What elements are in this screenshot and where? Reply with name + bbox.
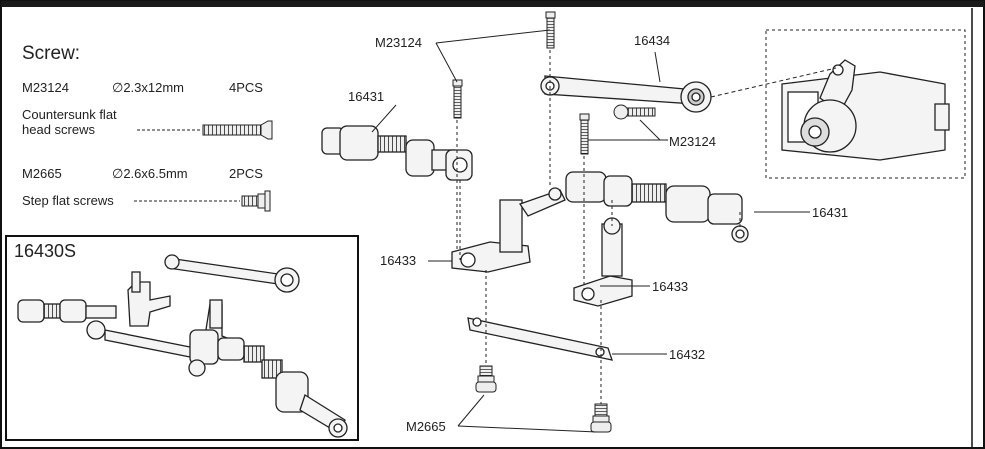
- callout-m23124-top: M23124: [375, 35, 422, 50]
- screw-m23124-top: [545, 11, 556, 49]
- callout-16433-right: 16433: [652, 279, 689, 294]
- screw-size-m23124: ∅2.3x12mm: [112, 80, 185, 95]
- screw-m2665-left: [475, 365, 497, 393]
- screw-code-m23124: M23124: [22, 80, 69, 95]
- screw-desc-m23124-line1: Countersunk flat: [22, 107, 117, 122]
- servo-dashed-box: [765, 29, 966, 179]
- part-16432-link-plate: [467, 317, 613, 361]
- servo-connection-line: [710, 67, 837, 98]
- screw-desc-m23124-line2: head screws: [22, 122, 95, 137]
- callout-m2665: M2665: [406, 419, 446, 434]
- screw-size-m2665: ∅2.6x6.5mm: [112, 166, 188, 181]
- assembly-box-border: [5, 235, 359, 441]
- callout-m23124-right: M23124: [669, 134, 716, 149]
- part-16431-right-turnbuckle: [565, 171, 749, 243]
- screw-code-m2665: M2665: [22, 166, 62, 181]
- callout-16434: 16434: [634, 33, 671, 48]
- screw-qty-m23124: 4PCS: [229, 80, 263, 95]
- part-16431-left-turnbuckle: [321, 125, 473, 181]
- callout-16432: 16432: [669, 347, 706, 362]
- assembled-linkage-drawing: [17, 254, 348, 438]
- top-bar: [1, 1, 984, 7]
- assembly-box-title: 16430S: [14, 241, 77, 261]
- callout-16431-right: 16431: [812, 205, 849, 220]
- callout-leaders: [371, 29, 810, 433]
- part-16433-right-bellcrank: [573, 217, 633, 307]
- callout-16431-left: 16431: [348, 89, 385, 104]
- step-screw-drawing: [134, 190, 271, 212]
- callout-16433-left: 16433: [380, 253, 417, 268]
- countersunk-screw-drawing: [137, 120, 273, 140]
- screw-m23124-mid: [579, 113, 590, 155]
- screw-m23124-left: [452, 79, 463, 119]
- servo-drawing: [781, 59, 950, 161]
- screw-m23124-horizontal: [613, 104, 656, 120]
- screw-m2665-right: [590, 403, 612, 433]
- screw-qty-m2665: 2PCS: [229, 166, 263, 181]
- assembly-guide-lines: [456, 50, 741, 404]
- screw-legend-title: Screw:: [22, 43, 81, 64]
- part-16433-left-bellcrank: [451, 187, 566, 273]
- screw-desc-m2665: Step flat screws: [22, 193, 114, 208]
